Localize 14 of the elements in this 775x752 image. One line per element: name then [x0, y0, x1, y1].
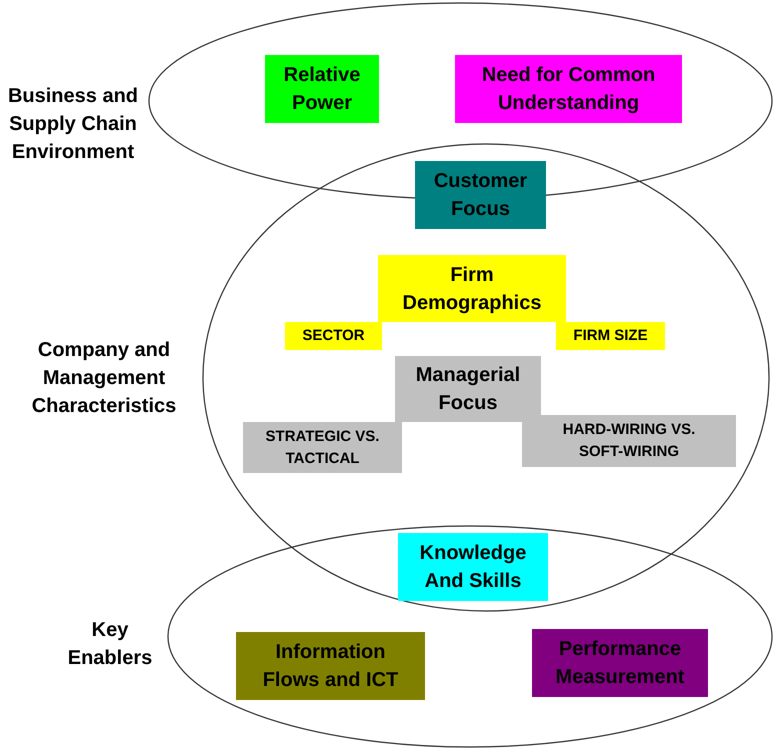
group-heading: Business and Supply Chain Environment: [6, 84, 140, 165]
category-box: Performance Measurement: [532, 629, 708, 697]
category-box: Knowledge And Skills: [398, 533, 548, 601]
category-box: Need for Common Understanding: [455, 55, 682, 123]
category-box: STRATEGIC VS. TACTICAL: [243, 422, 402, 473]
category-box: SECTOR: [285, 322, 382, 350]
category-box: Relative Power: [265, 55, 379, 123]
group-heading: Key Enablers: [66, 618, 154, 671]
category-box: Information Flows and ICT: [236, 632, 425, 700]
category-box: FIRM SIZE: [556, 322, 665, 350]
category-box: HARD-WIRING VS. SOFT-WIRING: [522, 415, 736, 467]
category-box: Firm Demographics: [378, 255, 566, 322]
group-heading: Company and Management Characteristics: [30, 338, 178, 419]
category-box: Managerial Focus: [395, 356, 541, 422]
